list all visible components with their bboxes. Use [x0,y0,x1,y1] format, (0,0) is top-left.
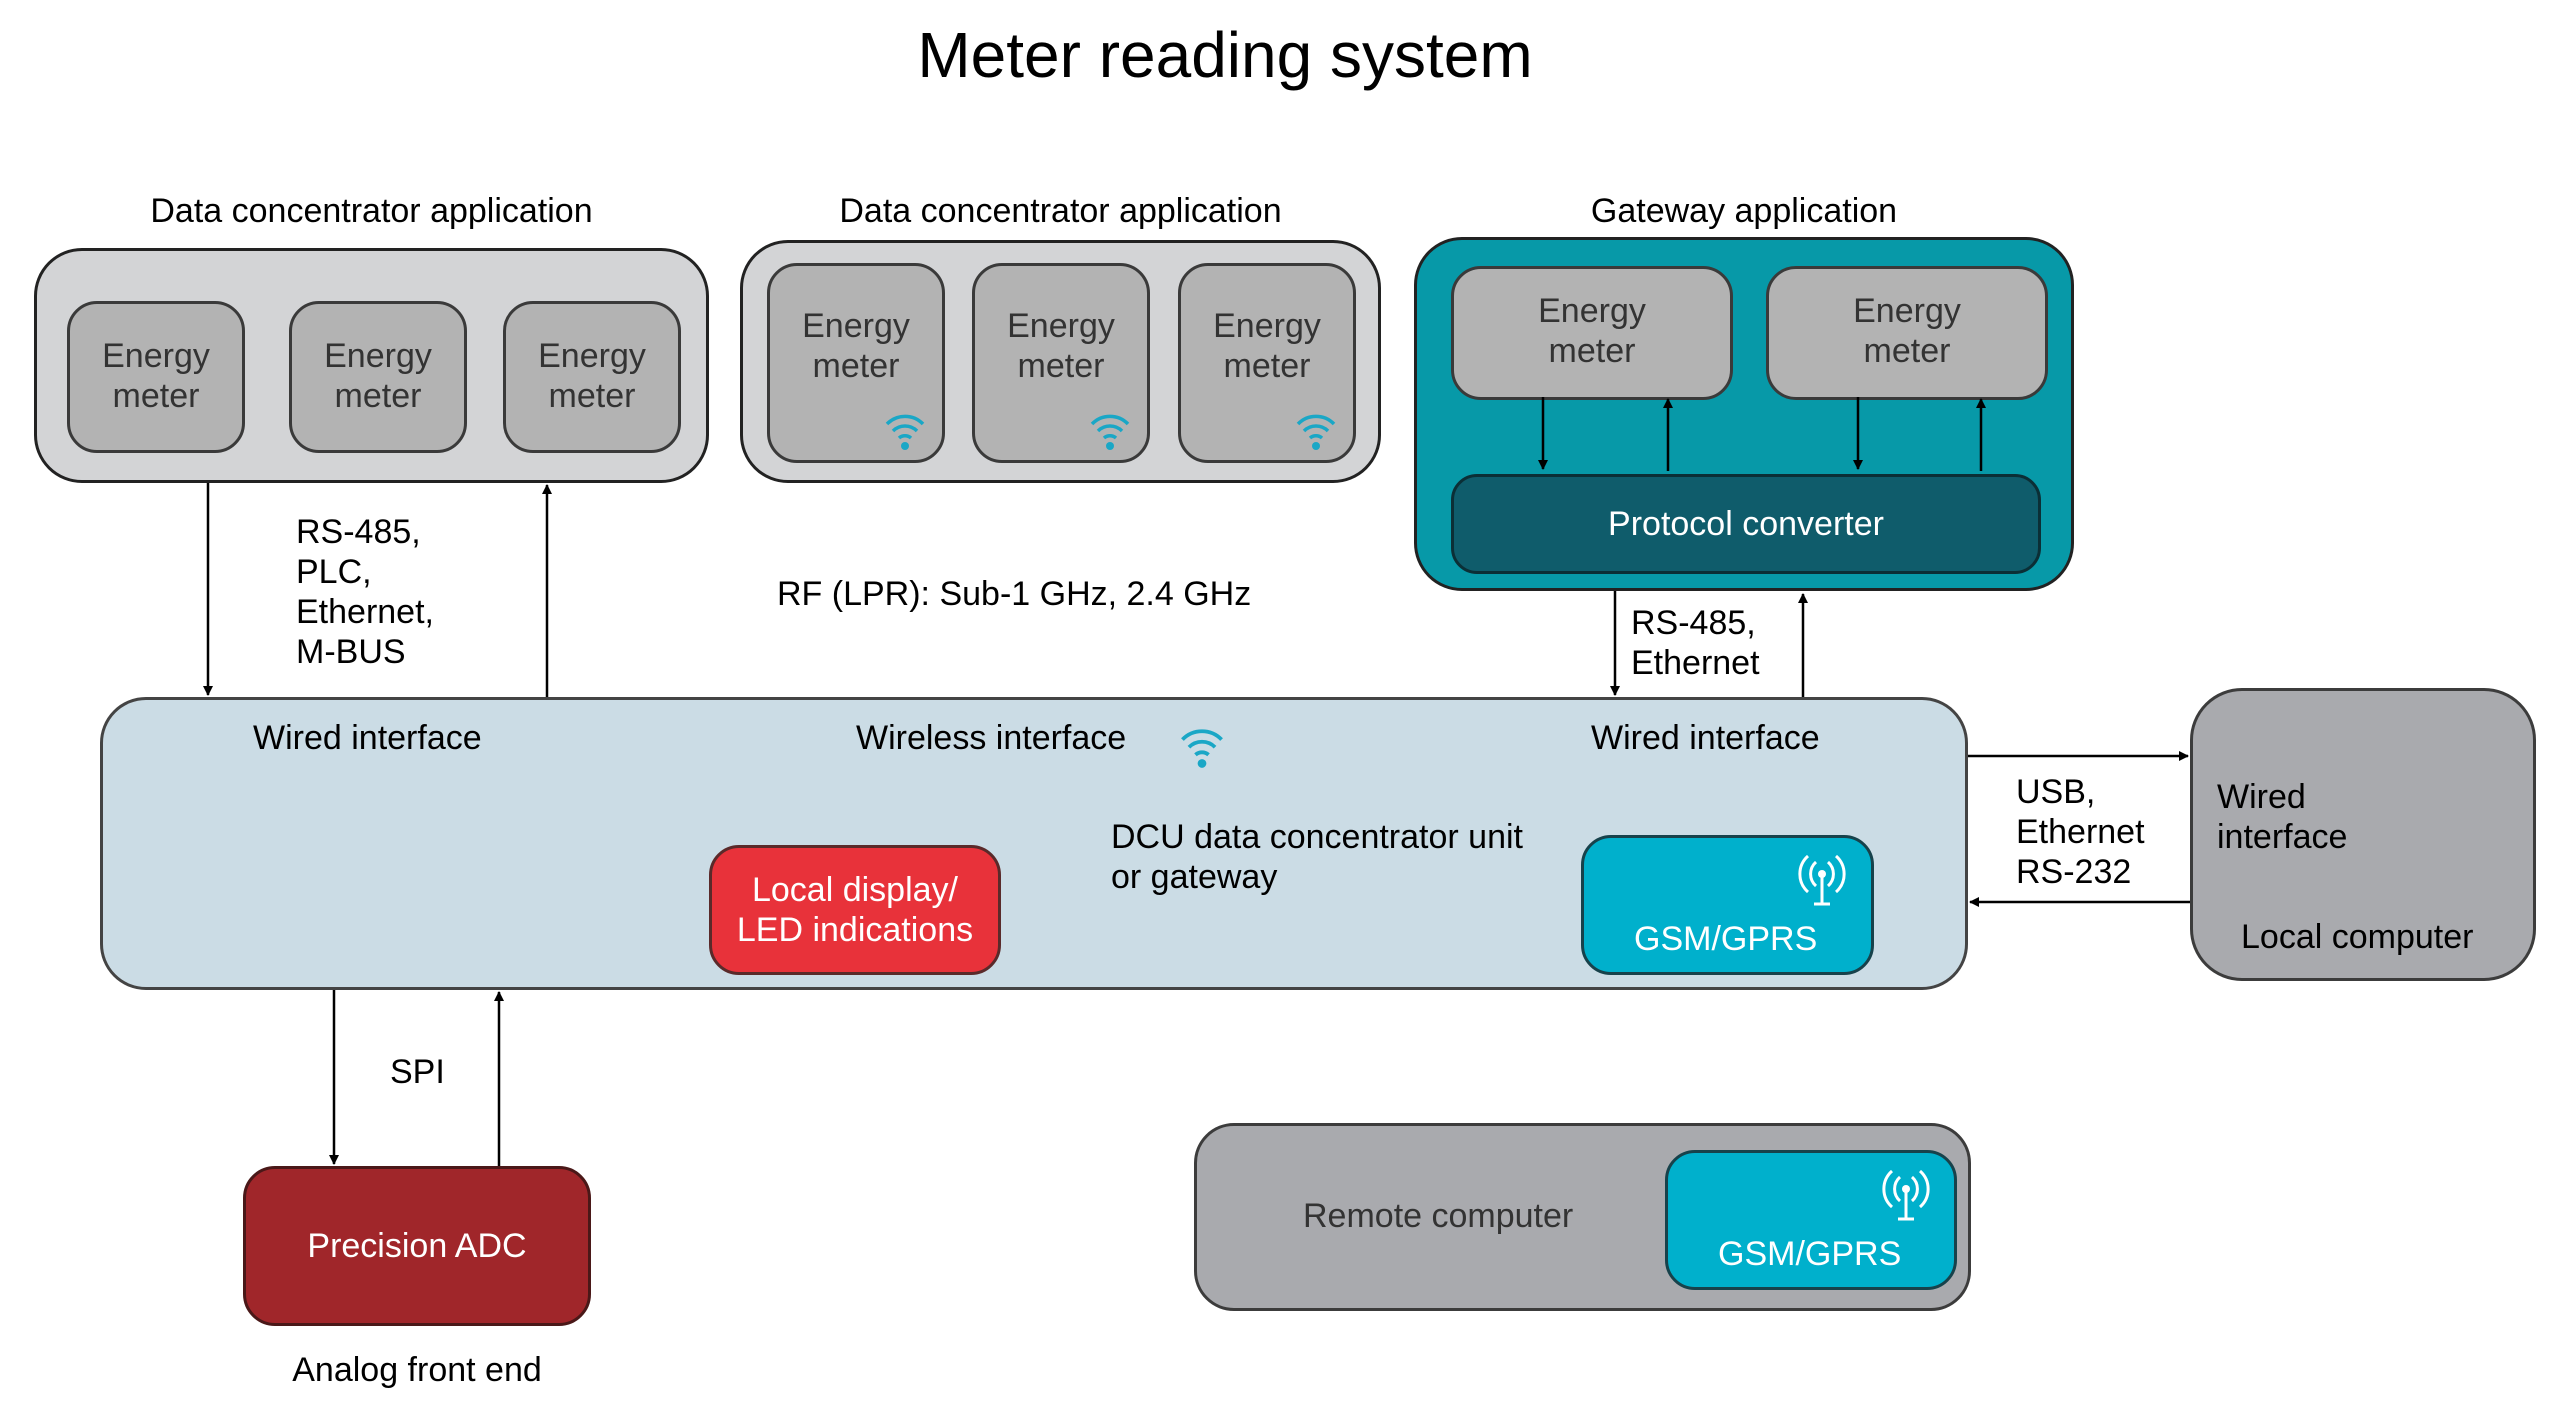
dcu-name: DCU data concentrator unit or gateway [1111,817,1523,897]
meter-label-line2: meter [1017,347,1105,385]
local-computer: Wired interface Local computer [2190,688,2536,981]
local-display-line: Local display/ [751,871,958,909]
dcu-panel: Wired interface Wireless interface Wired… [100,697,1968,990]
dcu-name-line: or gateway [1111,858,1278,896]
local-display-box: Local display/ LED indications [709,845,1001,975]
meter-label-line1: Energy [1213,307,1321,345]
energy-meter: Energy meter [1178,263,1356,463]
energy-meter: Energy meter [67,301,245,453]
local-computer-interface: Wired interface [2217,777,2347,857]
gsm-label: GSM/GPRS [1718,1235,1902,1273]
gateway-link-label: RS-485, Ethernet [1631,603,1760,683]
link-label-line: M-BUS [296,633,406,671]
wifi-icon [1296,414,1336,450]
energy-meter: Energy meter [1766,266,2048,400]
meter-label-line1: Energy [1853,292,1961,330]
wifi-icon [1090,414,1130,450]
wifi-icon [885,414,925,450]
protocol-converter: Protocol converter [1451,474,2041,574]
analog-front-end-label: Analog front end [292,1351,542,1389]
local-computer-label: Local computer [2241,918,2474,956]
link-label-line: RS-485, [296,513,421,551]
interface-line: interface [2217,818,2348,856]
dcu-name-line: DCU data concentrator unit [1111,818,1523,856]
link-label-line: Ethernet [2016,813,2145,851]
energy-meter: Energy meter [767,263,945,463]
meter-label-line2: meter [1548,332,1636,370]
link-label-line: PLC, [296,553,372,591]
remote-computer: Remote computer GSM/GPRS [1194,1123,1971,1311]
precision-adc: Precision ADC [243,1166,591,1326]
gateway-label: Gateway application [1590,192,1898,230]
spi-link-label: SPI [390,1053,445,1091]
meter-label-line2: meter [812,347,900,385]
wired-dca-panel: Energy meter Energy meter Energy meter [34,248,709,483]
dcu-wireless-interface: Wireless interface [856,719,1127,757]
wireless-dca-panel: Energy meter Energy meter Energy meter [740,240,1381,483]
link-label-line: Ethernet, [296,593,434,631]
dcu-gsm-module: GSM/GPRS [1581,835,1874,975]
interface-line: Wired [2217,778,2306,816]
dcu-wired-interface-right: Wired interface [1591,719,1820,757]
meter-label-line1: Energy [538,337,646,375]
wireless-dca-label: Data concentrator application [839,192,1282,230]
meter-label-line1: Energy [802,307,910,345]
energy-meter: Energy meter [1451,266,1733,400]
meter-label-line2: meter [1223,347,1311,385]
energy-meter: Energy meter [289,301,467,453]
meter-label-line1: Energy [1007,307,1115,345]
meter-label-line1: Energy [324,337,432,375]
wifi-icon [1181,729,1223,768]
meter-label-line2: meter [334,377,422,415]
antenna-icon [1882,1169,1930,1221]
meter-label-line2: meter [1863,332,1951,370]
wired-link-label: RS-485, PLC, Ethernet, M-BUS [296,512,434,672]
link-label-line: USB, [2016,773,2096,811]
local-display-line: LED indications [736,911,974,949]
antenna-icon [1798,854,1846,906]
meter-label-line2: meter [548,377,636,415]
wired-dca-label: Data concentrator application [150,192,593,230]
energy-meter: Energy meter [503,301,681,453]
link-label-line: Ethernet [1631,644,1760,682]
remote-gsm-module: GSM/GPRS [1665,1150,1957,1290]
diagram-title: Meter reading system [917,19,1533,91]
link-label-line: RS-232 [2016,853,2132,891]
gsm-label: GSM/GPRS [1634,920,1818,958]
local-link-label: USB, Ethernet RS-232 [2016,772,2145,892]
energy-meter: Energy meter [972,263,1150,463]
rf-link-label: RF (LPR): Sub-1 GHz, 2.4 GHz [777,575,1252,613]
meter-label-line1: Energy [102,337,210,375]
meter-label-line1: Energy [1538,292,1646,330]
dcu-wired-interface-left: Wired interface [253,719,482,757]
link-label-line: RS-485, [1631,604,1756,642]
remote-computer-label: Remote computer [1303,1197,1574,1235]
gateway-panel: Energy meter Energy meter Protocol conve… [1414,237,2074,591]
meter-label-line2: meter [112,377,200,415]
